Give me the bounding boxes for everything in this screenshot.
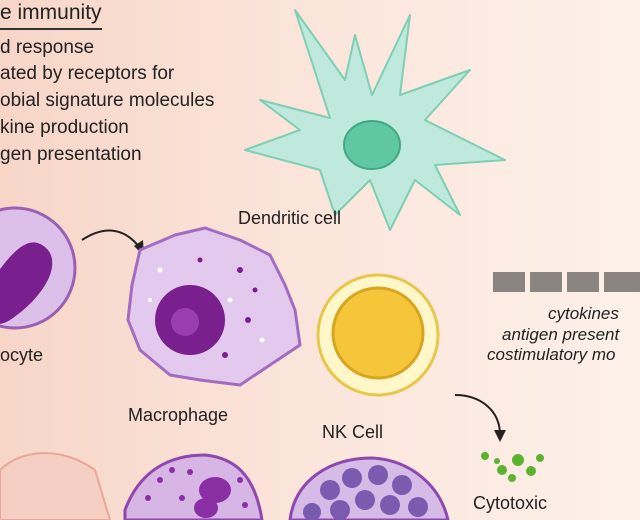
bullet-line-4: kine production — [0, 117, 129, 138]
bullet-line-5: gen presentation — [0, 144, 142, 165]
monocyte-label: ocyte — [0, 345, 44, 365]
monocyte-cell — [0, 206, 77, 330]
cytotoxic-label: Cytotoxic — [473, 493, 548, 513]
cytokines-label: cytokines — [548, 304, 619, 323]
basophil-cell — [288, 456, 450, 520]
costimulatory-label: costimulatory mo — [487, 345, 616, 364]
macrophage-cell — [126, 226, 302, 387]
cytotoxic-granules — [481, 452, 544, 482]
bottom-left-cell — [0, 452, 112, 520]
nk-cell — [316, 273, 440, 397]
macrophage-label: Macrophage — [128, 405, 229, 425]
cytokine-blocks — [493, 272, 640, 292]
bullet-line-1: d response — [0, 37, 95, 58]
nk-cell-label: NK Cell — [322, 422, 384, 442]
arrowhead-icon — [494, 430, 506, 442]
dendritic-cell — [244, 9, 506, 231]
arrow-nk-to-cytotoxic — [454, 394, 501, 436]
granulocyte-cell — [123, 453, 264, 520]
arrow-monocyte-to-macrophage — [81, 229, 141, 249]
bullet-line-3: obial signature molecules — [0, 90, 215, 111]
dendritic-cell-label: Dendritic cell — [238, 208, 342, 228]
section-heading: e immunity — [0, 0, 102, 30]
bullet-line-2: ated by receptors for — [0, 63, 175, 84]
antigen-presentation-label: antigen present — [502, 325, 620, 344]
